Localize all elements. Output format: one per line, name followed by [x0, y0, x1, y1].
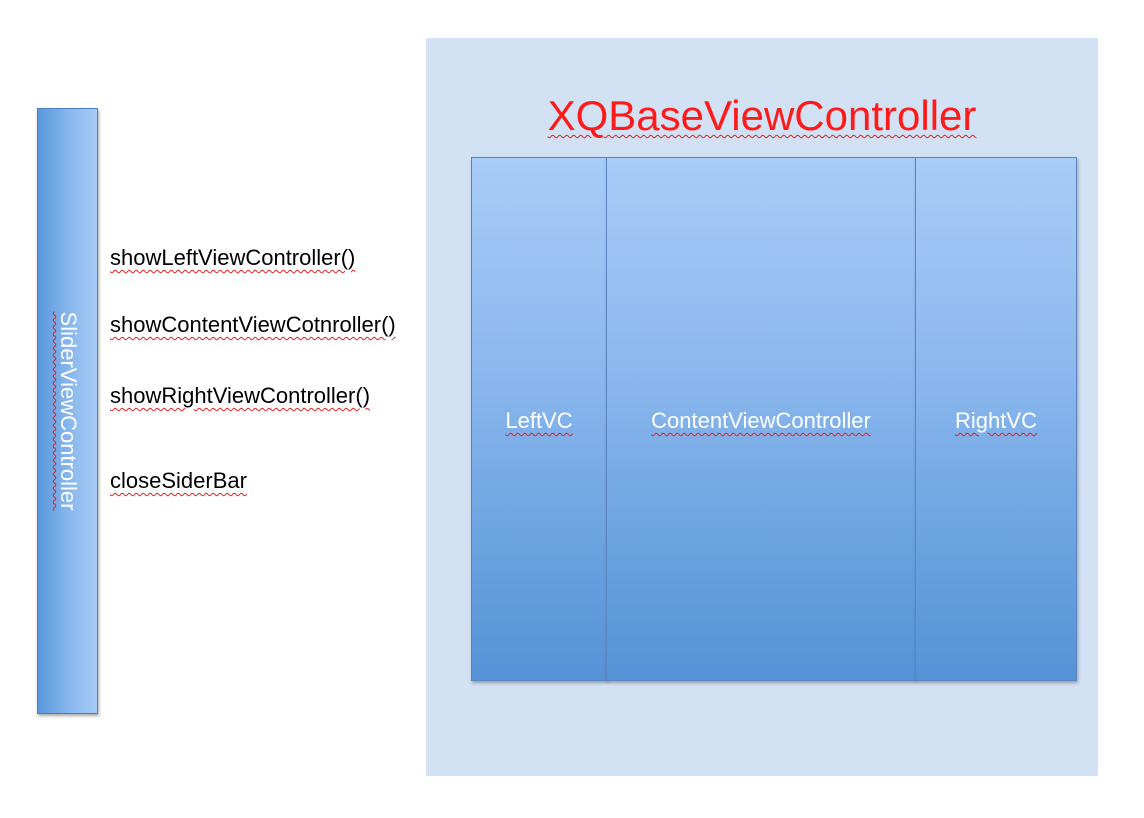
slider-view-controller-label: SliderViewController	[55, 311, 81, 511]
method-show-right: showRightViewController()	[110, 383, 371, 408]
right-vc-column: RightVC	[915, 157, 1077, 681]
left-vc-label: LeftVC	[505, 408, 573, 433]
content-view-controller-column: ContentViewController	[606, 157, 916, 681]
method-show-content: showContentViewCotnroller()	[110, 312, 396, 337]
right-vc-label: RightVC	[955, 408, 1037, 433]
slider-view-controller-bar: SliderViewController	[37, 108, 98, 714]
method-close-sider-bar: closeSiderBar	[110, 468, 247, 493]
method-show-left: showLeftViewController()	[110, 245, 356, 270]
content-view-controller-label: ContentViewController	[651, 408, 871, 433]
base-view-controller-title: XQBaseViewController	[547, 92, 977, 139]
left-vc-column: LeftVC	[471, 157, 607, 681]
